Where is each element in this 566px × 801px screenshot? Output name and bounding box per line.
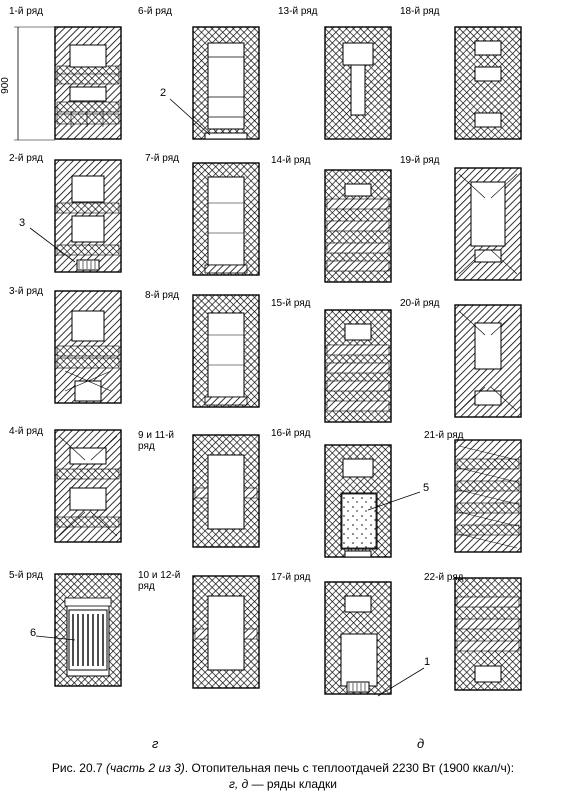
plan-r22 [454, 577, 522, 691]
plan-r10 [192, 575, 260, 689]
row-label-20: 20-й ряд [400, 298, 440, 309]
figure-caption: Рис. 20.7 (часть 2 из 3). Отопительная п… [0, 761, 566, 776]
plan-r15 [324, 309, 392, 423]
row-label-21: 21-й ряд [424, 430, 464, 441]
plan-r2 [54, 159, 122, 273]
row-label-6: 6-й ряд [138, 6, 172, 17]
caption-rest: — ряды кладки [248, 777, 337, 791]
row-label-14: 14-й ряд [271, 155, 311, 166]
callout-6: 6 [30, 627, 37, 639]
callout-3: 3 [19, 217, 26, 229]
row-label-17: 17-й ряд [271, 572, 311, 583]
plan-r20 [454, 304, 522, 418]
row-label-4: 4-й ряд [9, 426, 43, 437]
plan-r5 [54, 573, 122, 687]
plan-r13 [324, 26, 392, 140]
callout-2: 2 [160, 87, 167, 99]
row-label-5: 5-й ряд [9, 570, 43, 581]
plan-r21 [454, 439, 522, 553]
plan-r8 [192, 294, 260, 408]
row-label-15: 15-й ряд [271, 298, 311, 309]
row-label-9-11: 9 и 11-й ряд [138, 430, 175, 452]
row-label-8: 8-й ряд [145, 290, 179, 301]
row-label-7: 7-й ряд [145, 153, 179, 164]
callout-1: 1 [424, 656, 431, 668]
plan-r14 [324, 169, 392, 283]
subfig-g: г [152, 736, 159, 751]
row-label-3: 3-й ряд [9, 286, 43, 297]
plan-r4 [54, 429, 122, 543]
caption-letters: г, д [229, 777, 249, 791]
subfig-d: д [417, 736, 425, 751]
leader-5 [367, 491, 421, 511]
row-label-2: 2-й ряд [9, 153, 43, 164]
dimension-label: 900 [0, 77, 11, 94]
caption-part: (часть 2 из 3) [106, 761, 185, 775]
caption-main: . Отопительная печь с теплоотдачей 2230 … [184, 761, 515, 775]
row-label-10-12: 10 и 12-й ряд [138, 570, 181, 592]
row-label-22: 22-й ряд [424, 572, 464, 583]
leader-1 [377, 667, 425, 697]
callout-5: 5 [423, 482, 430, 494]
leader-3 [29, 227, 76, 263]
row-label-13: 13-й ряд [278, 6, 318, 17]
plan-r6 [192, 26, 260, 140]
plan-r9 [192, 434, 260, 548]
figure-caption-line2: г, д — ряды кладки [0, 777, 566, 792]
plan-r16 [324, 444, 392, 558]
row-label-19: 19-й ряд [400, 155, 440, 166]
plan-r17 [324, 581, 392, 695]
annotations [14, 26, 425, 697]
leader-6 [35, 635, 76, 641]
plan-r7 [192, 162, 260, 276]
plan-r3 [54, 290, 122, 404]
row-label-18: 18-й ряд [400, 6, 440, 17]
row-label-1: 1-й ряд [9, 6, 43, 17]
plan-r18 [454, 26, 522, 140]
plan-r1 [54, 26, 122, 140]
plan-r19 [454, 167, 522, 281]
row-label-16: 16-й ряд [271, 428, 311, 439]
caption-prefix: Рис. 20.7 [51, 761, 106, 775]
leader-2 [169, 98, 211, 136]
